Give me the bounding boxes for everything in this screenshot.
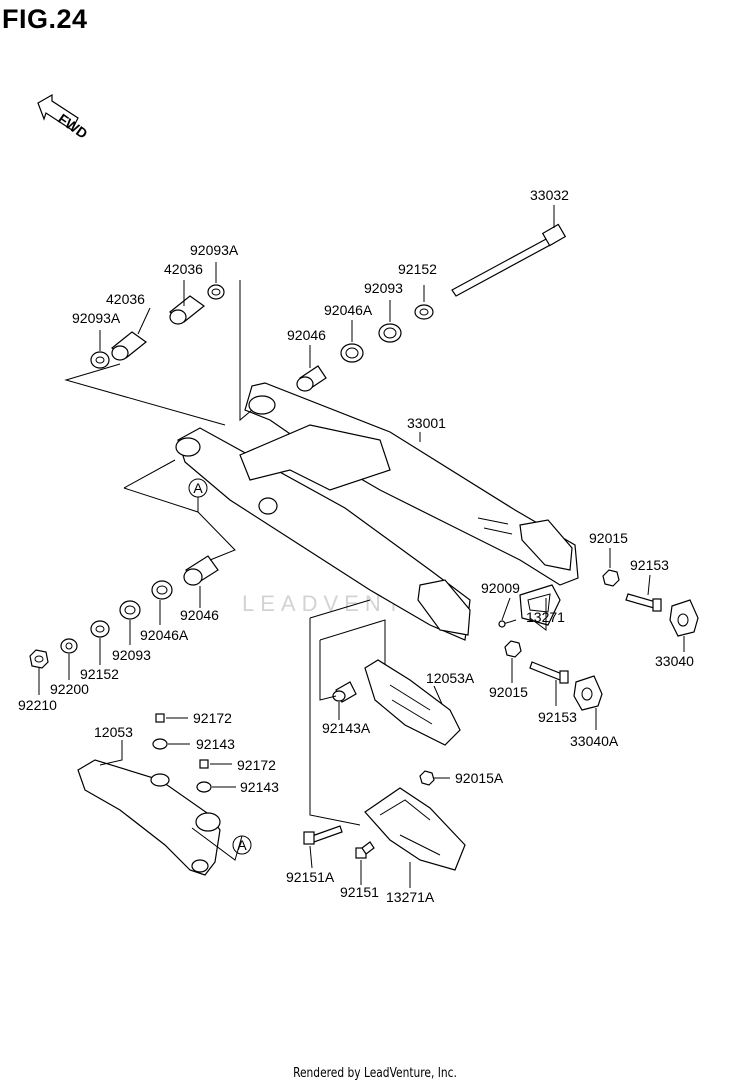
nut-92015-mid-part[interactable] [504, 640, 522, 658]
label-92093-low[interactable]: 92093 [112, 647, 151, 663]
nut-92015-right-part[interactable] [602, 569, 620, 587]
label-92046A-low[interactable]: 92046A [140, 627, 189, 643]
label-92152-top[interactable]: 92152 [398, 261, 437, 277]
washer-92152-top-part[interactable] [414, 304, 434, 320]
block-33040-part[interactable] [669, 599, 699, 637]
label-92151[interactable]: 92151 [340, 884, 379, 900]
collar-92143-b-part[interactable] [196, 781, 212, 793]
label-92152-low[interactable]: 92152 [80, 666, 119, 682]
label-92093-top[interactable]: 92093 [364, 280, 403, 296]
collar-92143A-part[interactable] [332, 681, 357, 703]
label-12053A[interactable]: 12053A [426, 670, 475, 686]
label-92153-mid[interactable]: 92153 [538, 709, 577, 725]
label-92093A-mid[interactable]: 92093A [72, 310, 121, 326]
chain-slider-12053A-part[interactable] [364, 659, 461, 746]
label-33001[interactable]: 33001 [407, 415, 446, 431]
bolt-92151A-part[interactable] [303, 825, 343, 845]
label-92015A[interactable]: 92015A [455, 770, 504, 786]
label-42036-mid[interactable]: 42036 [106, 291, 145, 307]
label-92015-right[interactable]: 92015 [589, 530, 628, 546]
label-92153-right[interactable]: 92153 [630, 557, 669, 573]
bolt-92153-right-part[interactable] [625, 593, 662, 612]
label-92009[interactable]: 92009 [481, 580, 520, 596]
washer-92152-low-part[interactable] [90, 620, 110, 638]
seal-92093-top-part[interactable] [378, 323, 402, 343]
label-92143A[interactable]: 92143A [322, 720, 371, 736]
collar-42036-top-part[interactable] [169, 295, 205, 325]
callout-a-bottom: A [232, 835, 252, 855]
label-92200[interactable]: 92200 [50, 681, 89, 697]
label-42036-top[interactable]: 42036 [164, 261, 203, 277]
label-92143-a[interactable]: 92143 [196, 736, 235, 752]
label-92172-a[interactable]: 92172 [193, 710, 232, 726]
leader-lines [38, 262, 685, 888]
collar-92143-a-part[interactable] [152, 738, 168, 750]
callout-a-top: A [188, 478, 208, 498]
figure-title: FIG.24 [2, 4, 88, 34]
screw-92009-part[interactable] [498, 619, 517, 628]
bolt-92153-mid-part[interactable] [529, 661, 569, 684]
label-33032[interactable]: 33032 [530, 187, 569, 203]
callout-a-top-label: A [193, 480, 203, 496]
label-92046A-top[interactable]: 92046A [324, 302, 373, 318]
ring-92046A-low-part[interactable] [151, 580, 173, 600]
footer-credit: Rendered by LeadVenture, Inc. [293, 1066, 457, 1081]
label-92210[interactable]: 92210 [18, 697, 57, 713]
bolt-92151-part[interactable] [355, 841, 375, 859]
axle-33032-part[interactable] [451, 205, 567, 297]
seal-92093-low-part[interactable] [119, 600, 141, 620]
fwd-arrow-icon: FWD [37, 93, 91, 142]
ring-92093A-mid-part[interactable] [90, 351, 110, 369]
label-92143-b[interactable]: 92143 [240, 779, 279, 795]
label-92046-top[interactable]: 92046 [287, 327, 326, 343]
swingarm-33001-part[interactable] [175, 382, 579, 641]
label-33040[interactable]: 33040 [655, 653, 694, 669]
label-92151A[interactable]: 92151A [286, 869, 335, 885]
guide-13271-part[interactable] [519, 584, 561, 626]
chain-guide-13271A-part[interactable] [364, 787, 466, 871]
bearing-92046-top-part[interactable] [296, 365, 327, 392]
part-labels: 33032 92093A 42036 42036 92093A 92152 92… [18, 187, 694, 905]
nut-92015A-part[interactable] [419, 770, 435, 786]
screw-92172-b-part[interactable] [199, 759, 209, 769]
nut-92210-part[interactable] [29, 649, 49, 669]
label-92172-b[interactable]: 92172 [237, 757, 276, 773]
collar-42036-mid-part[interactable] [111, 331, 147, 361]
callout-a-bottom-label: A [237, 837, 247, 853]
label-13271[interactable]: 13271 [526, 609, 565, 625]
label-92093A-top[interactable]: 92093A [190, 242, 239, 258]
ring-92046A-top-part[interactable] [340, 343, 364, 363]
label-13271A[interactable]: 13271A [386, 889, 435, 905]
washer-92200-part[interactable] [60, 638, 78, 654]
label-92046-low[interactable]: 92046 [180, 607, 219, 623]
label-92015-mid[interactable]: 92015 [489, 684, 528, 700]
ring-92093A-top-part[interactable] [207, 284, 225, 300]
label-33040A[interactable]: 33040A [570, 733, 619, 749]
label-12053[interactable]: 12053 [94, 724, 133, 740]
screw-92172-a-part[interactable] [155, 713, 165, 723]
block-33040A-part[interactable] [573, 675, 603, 711]
bearing-92046-low-part[interactable] [183, 555, 219, 586]
bracket-12053-part[interactable] [77, 759, 221, 876]
